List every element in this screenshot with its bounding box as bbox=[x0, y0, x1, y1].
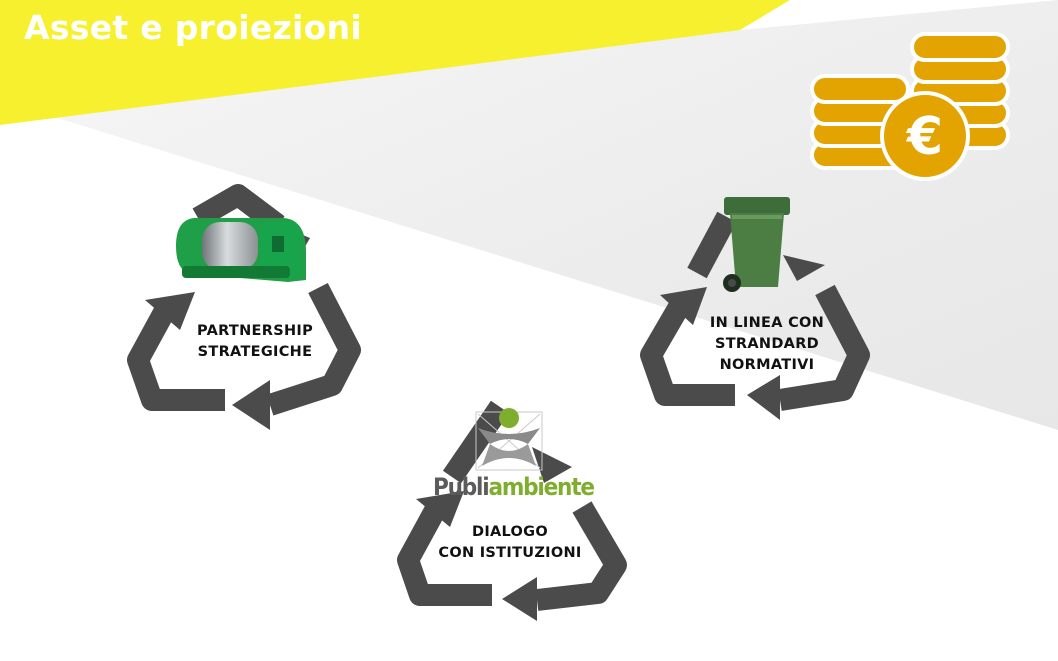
label-line: IN LINEA CON bbox=[709, 315, 825, 331]
gray-diagonal-band bbox=[0, 0, 1058, 430]
green-wheelie-bin-icon bbox=[723, 197, 790, 292]
cycle-label-partnership: PARTNERSHIP STRATEGICHE bbox=[185, 321, 325, 363]
cycle-label-standard: IN LINEA CON STRANDARD NORMATIVI bbox=[692, 313, 842, 376]
label-line: CON ISTITUZIONI bbox=[438, 545, 582, 561]
logo-text-publi: Publi bbox=[433, 473, 490, 501]
label-line: NORMATIVI bbox=[719, 357, 815, 373]
logo-text-ambiente: ambiente bbox=[488, 473, 595, 501]
cycle-label-dialogo: DIALOGO CON ISTITUZIONI bbox=[425, 522, 595, 564]
green-compactor-device-icon bbox=[176, 218, 306, 282]
label-line: DIALOGO bbox=[471, 524, 549, 540]
label-line: PARTNERSHIP bbox=[196, 323, 314, 339]
label-line: STRANDARD bbox=[714, 336, 820, 352]
euro-coins-icon: € bbox=[810, 32, 1010, 181]
publiambiente-logo-text: Publiambiente bbox=[433, 472, 595, 502]
svg-text:€: € bbox=[906, 107, 943, 167]
publiambiente-logo-icon bbox=[475, 408, 543, 471]
yellow-title-band bbox=[0, 0, 790, 125]
recycle-arrows-icon bbox=[640, 211, 870, 420]
slide-title: Asset e proiezioni bbox=[24, 8, 362, 47]
label-line: STRATEGICHE bbox=[197, 344, 313, 360]
